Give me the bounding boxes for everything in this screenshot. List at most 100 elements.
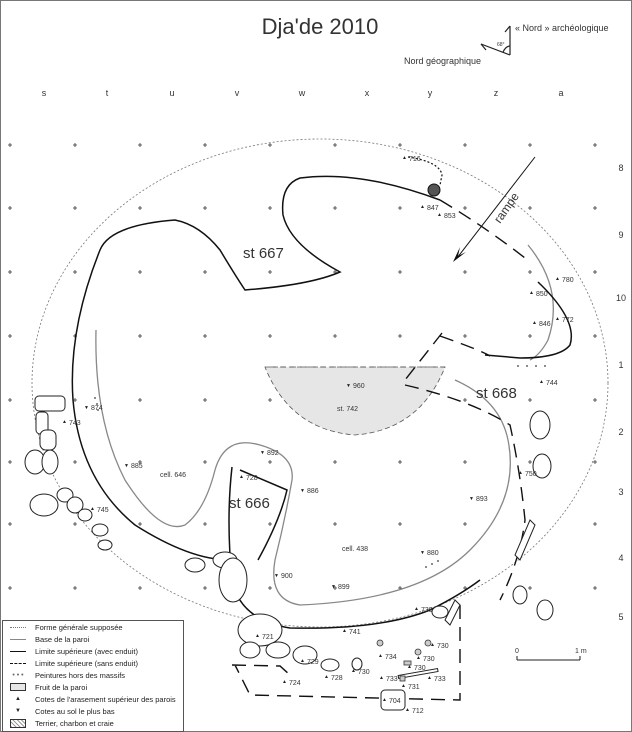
grid-cross: [8, 270, 12, 274]
grid-cross: [593, 334, 597, 338]
wall-top-elevation-icon: ▲: [407, 664, 412, 670]
grid-cross: [593, 143, 597, 147]
elevation-label: 728: [331, 675, 343, 682]
wall-base-lines: [95, 244, 554, 606]
wall-top-elevation-icon: ▲: [539, 379, 544, 385]
scale-bar: [516, 656, 581, 661]
grid-cross: [593, 460, 597, 464]
grid-cross: [203, 270, 207, 274]
elevation-label: 745: [97, 507, 109, 514]
wall-top-elevation-icon: ▲: [90, 506, 95, 512]
wall-top-elevation-icon: ▲: [351, 668, 356, 674]
elevation-label: 721: [262, 634, 274, 641]
structure-label-st742: st. 742: [337, 406, 358, 413]
column-label: u: [169, 88, 174, 98]
grid-cross: [398, 522, 402, 526]
grid-cross: [398, 270, 402, 274]
elevation-label: 716: [409, 156, 421, 163]
wall-top-elevation-icon: ▲: [427, 675, 432, 681]
grey-line-icon: [7, 638, 29, 640]
grid-cross: [398, 206, 402, 210]
elevation-label: 885: [131, 463, 143, 470]
wall-top-elevation-icon: ▲: [437, 212, 442, 218]
elevation-label: 892: [267, 450, 279, 457]
cell-label-438: cell. 438: [342, 546, 368, 553]
grid-cross: [73, 206, 77, 210]
elevation-label: 733: [386, 676, 398, 683]
wall-top-elevation-icon: ▲: [518, 470, 523, 476]
grid-cross: [463, 398, 467, 402]
grid-cross: [8, 143, 12, 147]
scale-end: 1 m: [575, 648, 587, 655]
grid-cross: [333, 206, 337, 210]
grid-cross: [528, 270, 532, 274]
grid-cross: [8, 334, 12, 338]
wall-top-elevation-icon: ▲: [300, 658, 305, 664]
legend-item: Limite supérieure (avec enduit): [3, 645, 183, 657]
grid-cross: [593, 270, 597, 274]
elevation-label: 744: [546, 380, 558, 387]
grid-cross: [268, 398, 272, 402]
grid-cross: [463, 460, 467, 464]
ramp-arrow-icon: [456, 156, 536, 259]
grid-cross: [268, 460, 272, 464]
column-label: x: [365, 88, 370, 98]
dots-icon: • • •: [12, 671, 24, 679]
grid-cross: [528, 398, 532, 402]
grid-crosses: [8, 143, 597, 590]
wall-top-elevation-icon: ▲: [420, 204, 425, 210]
elevation-label: 847: [427, 205, 439, 212]
floor-elevation-icon: ▼: [124, 463, 129, 469]
structure-label-st668: st 668: [476, 385, 517, 402]
grid-cross: [8, 586, 12, 590]
elevation-label: 780: [562, 277, 574, 284]
wall-top-elevation-icon: ▲: [402, 155, 407, 161]
legend-label: Terrier, charbon et craie: [35, 718, 114, 728]
legend-label: Cotes au sol le plus bas: [35, 706, 115, 716]
hatched-box-icon: [7, 718, 29, 728]
grid-cross: [8, 206, 12, 210]
legend-item: Base de la paroi: [3, 633, 183, 645]
legend-item: Terrier, charbon et craie: [3, 717, 183, 729]
row-label: 5: [618, 612, 623, 622]
grid-cross: [73, 270, 77, 274]
grid-cross: [8, 522, 12, 526]
grid-cross: [203, 143, 207, 147]
supposed-outline: [31, 138, 609, 628]
floor-elevation-icon: ▼: [300, 488, 305, 494]
row-label: 9: [618, 230, 623, 240]
floor-elevation-icon: ▼: [274, 573, 279, 579]
grid-cross: [463, 206, 467, 210]
grid-cross: [203, 206, 207, 210]
row-label: 10: [616, 293, 626, 303]
grid-cross: [138, 460, 142, 464]
elevation-label: 886: [307, 488, 319, 495]
elevation-label: 734: [385, 654, 397, 661]
elevation-label: 730: [414, 665, 426, 672]
row-label: 1: [618, 360, 623, 370]
grid-cross: [528, 143, 532, 147]
grey-box-icon: [7, 683, 29, 691]
column-label: a: [558, 88, 563, 98]
wall-top-elevation-icon: ▲: [379, 675, 384, 681]
ramp-arrowhead-icon: [453, 247, 466, 262]
grid-cross: [8, 460, 12, 464]
grid-cross: [268, 143, 272, 147]
elevation-label: 880: [427, 550, 439, 557]
legend-item: • • • Peintures hors des massifs: [3, 669, 183, 681]
triangle-down-icon: ▼: [15, 708, 21, 714]
column-label: z: [494, 88, 499, 98]
elevation-label: 846: [539, 321, 551, 328]
grid-cross: [463, 270, 467, 274]
grid-cross: [398, 143, 402, 147]
elevation-label: 712: [412, 708, 424, 715]
grid-cross: [138, 586, 142, 590]
floor-elevation-icon: ▼: [260, 450, 265, 456]
wall-top-elevation-icon: ▲: [282, 679, 287, 685]
legend-label: Peintures hors des massifs: [35, 670, 126, 680]
column-label: v: [235, 88, 240, 98]
legend-item: ▼ Cotes au sol le plus bas: [3, 705, 183, 717]
plan-title: Dja'de 2010: [262, 14, 379, 39]
elevation-label: 741: [349, 629, 361, 636]
